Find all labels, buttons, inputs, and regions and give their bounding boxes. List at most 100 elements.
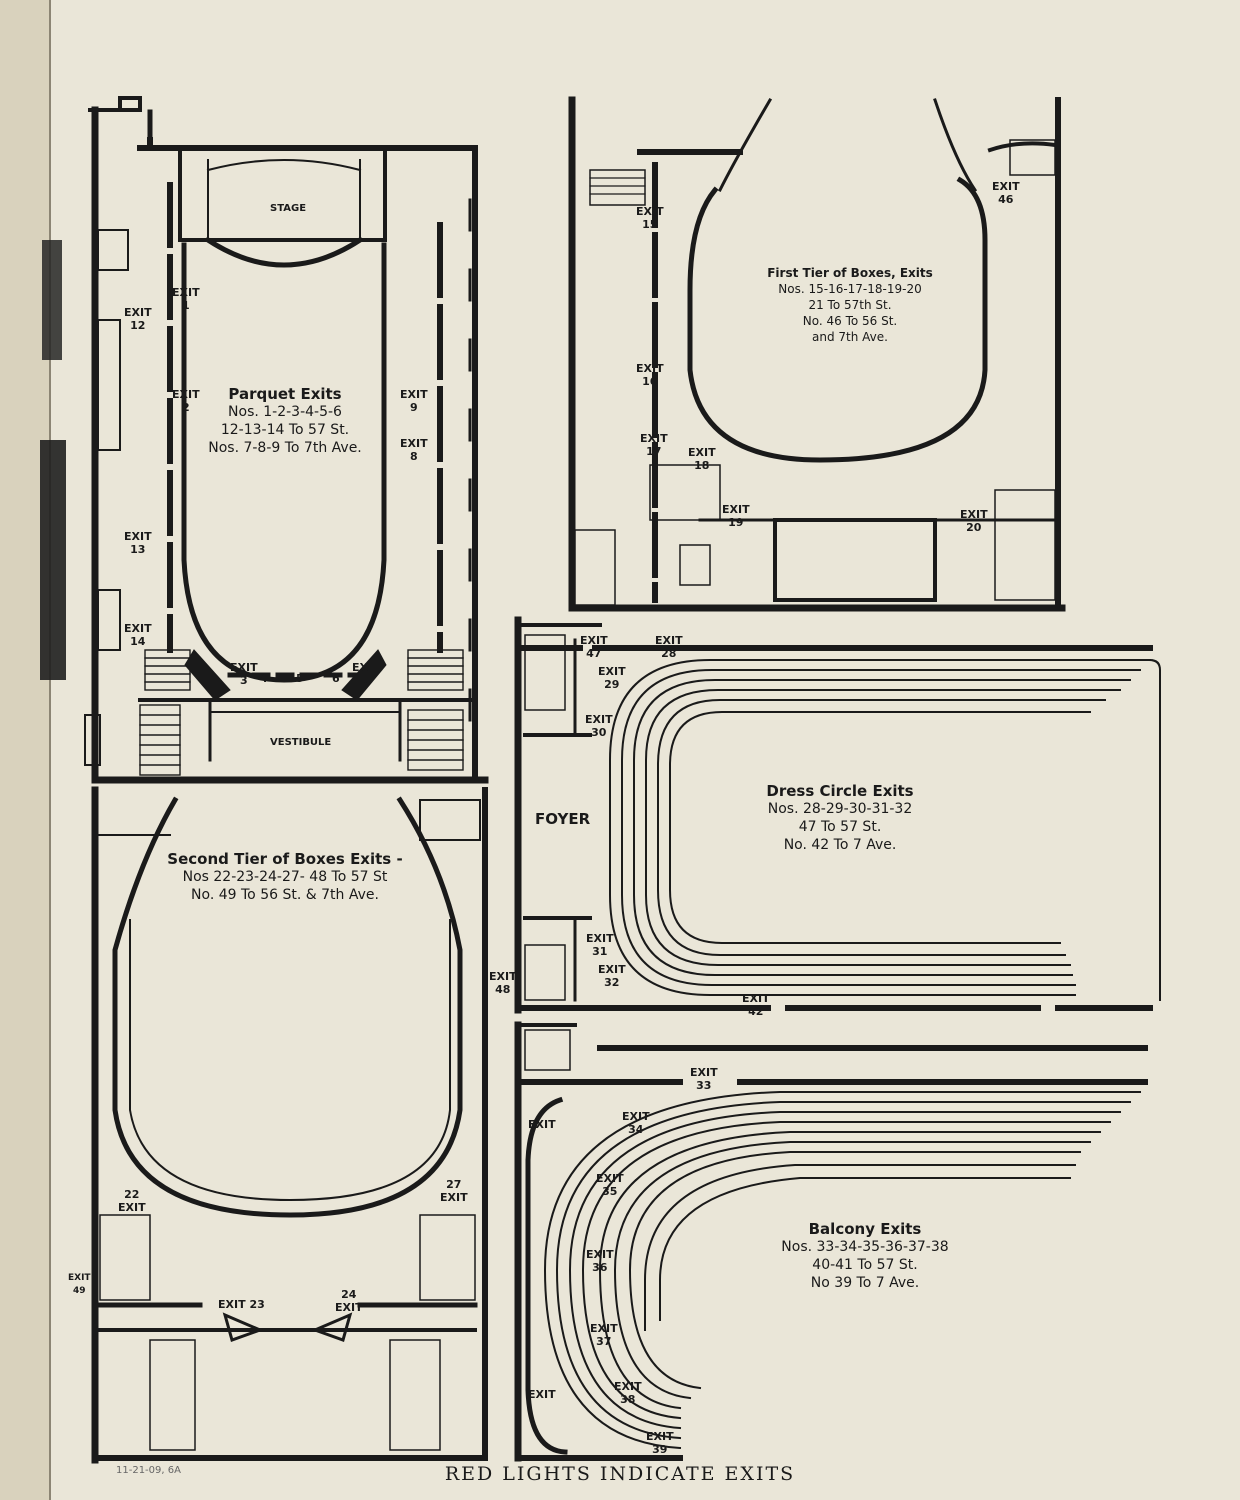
exit-number: 36 (592, 1261, 608, 1274)
exit-word: EXIT (580, 634, 608, 647)
balcony-line-2: 40-41 To 57 St. (812, 1257, 918, 1273)
second-tier-line-2: No. 49 To 56 St. & 7th Ave. (191, 887, 379, 903)
balcony-title: Balcony Exits (808, 1220, 922, 1238)
exit-number: 20 (966, 521, 982, 534)
first-tier-line-2: 21 To 57th St. (808, 298, 892, 312)
dress-circle-line-3: No. 42 To 7 Ave. (783, 837, 897, 853)
exit-number: 37 (596, 1335, 612, 1348)
exit-word: EXIT (596, 1172, 624, 1185)
footer-caption: RED LIGHTS INDICATE EXITS (444, 1463, 796, 1485)
exit-word: EXIT (586, 1248, 614, 1261)
exit-number: 14 (130, 635, 146, 648)
exit-word: EXIT (636, 362, 664, 375)
exit-word: EXIT (218, 1298, 246, 1311)
exit-number: 17 (646, 445, 662, 458)
exit-number: 32 (604, 976, 620, 989)
dress-circle-plan (514, 616, 1161, 1014)
vestibule-label: VESTIBULE (270, 737, 332, 748)
first-tier-line-1: Nos. 15-16-17-18-19-20 (778, 282, 922, 296)
exit-number: 22 (124, 1188, 140, 1201)
exit-number: 29 (604, 678, 620, 691)
exit-6-label: 6 (332, 672, 340, 685)
dress-circle-line-2: 47 To 57 St. (798, 819, 882, 835)
exit-word: EXIT (640, 432, 668, 445)
exit-number: 12 (130, 319, 146, 332)
exit-word: EXIT (590, 1322, 618, 1335)
exit-word: EXIT (118, 1201, 146, 1214)
second-tier-caption: Second Tier of Boxes Exits - Nos 22-23-2… (150, 850, 420, 904)
exit-number: 18 (694, 459, 710, 472)
balcony-line-3: No 39 To 7 Ave. (810, 1275, 920, 1291)
second-tier-line-1: Nos 22-23-24-27- 48 To 57 St (182, 869, 388, 885)
exit-word: EXIT (172, 286, 200, 299)
exit-23-label: EXIT 23 (218, 1298, 265, 1311)
first-tier-caption: First Tier of Boxes, Exits Nos. 15-16-17… (745, 265, 955, 345)
exit-word: EXIT (614, 1380, 642, 1393)
exit-number: 24 (341, 1288, 357, 1301)
first-tier-plan (568, 96, 1066, 612)
exit-number: 3 (239, 674, 248, 687)
exit-word: EXIT (400, 388, 428, 401)
exit-number: 2 (181, 401, 190, 414)
dress-circle-caption: Dress Circle Exits Nos. 28-29-30-31-32 4… (740, 782, 940, 854)
parquet-caption: Parquet Exits Nos. 1-2-3-4-5-6 12-13-14 … (200, 385, 370, 457)
balcony-plan (514, 1021, 1148, 1462)
foyer-label: FOYER (535, 810, 591, 828)
exit-number: 49 (73, 1286, 86, 1296)
exit-number: 28 (661, 647, 677, 660)
exit-word: EXIT (742, 992, 770, 1005)
exit-number: 48 (495, 983, 511, 996)
exit-number: 35 (602, 1185, 618, 1198)
dress-circle-title: Dress Circle Exits (766, 782, 914, 800)
exit-number: 31 (592, 945, 608, 958)
exit-number: 47 (586, 647, 602, 660)
exit-number: 30 (591, 726, 607, 739)
exit-number: 1 (181, 299, 190, 312)
exit-number: 19 (728, 516, 744, 529)
parquet-plan (84, 96, 489, 784)
torn-margin-mark-upper (42, 240, 62, 360)
exit-word: EXIT (124, 306, 152, 319)
exit-number: 4 (260, 672, 268, 685)
exit-number: 16 (642, 375, 658, 388)
balcony-line-1: Nos. 33-34-35-36-37-38 (781, 1239, 949, 1255)
first-tier-line-3: No. 46 To 56 St. (802, 314, 898, 328)
exit-word: EXIT (586, 932, 614, 945)
exit-word: EXIT (172, 388, 200, 401)
first-tier-title: First Tier of Boxes, Exits (767, 266, 933, 280)
exit-word: EXIT (124, 622, 152, 635)
exit-4-label: 4 (260, 672, 268, 685)
exit-word: EXIT (335, 1301, 363, 1314)
first-tier-line-4: and 7th Ave. (812, 330, 888, 344)
exit-number: 9 (409, 401, 418, 414)
exit-word: EXIT (585, 713, 613, 726)
exit-word: EXIT (598, 963, 626, 976)
